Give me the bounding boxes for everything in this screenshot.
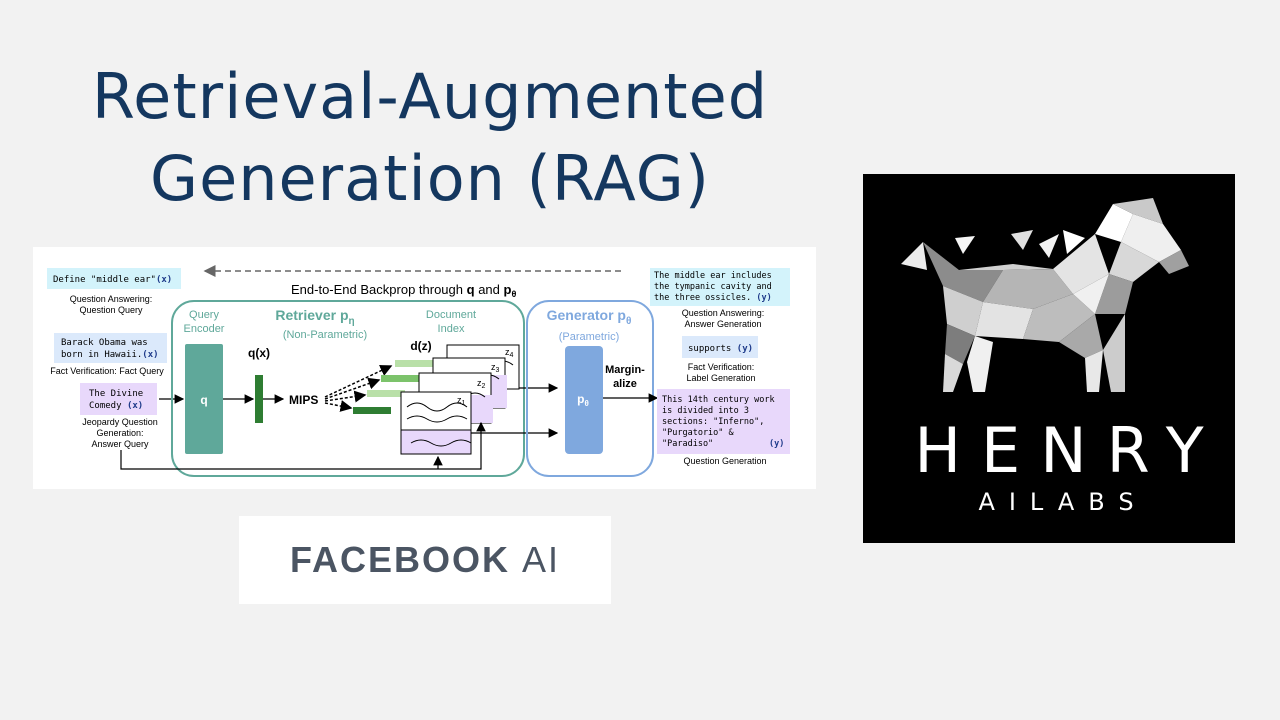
qx-vector	[255, 375, 263, 423]
doc-label-3: z3	[491, 362, 500, 374]
input-box-2	[54, 333, 167, 363]
retriever-title: Retriever pη	[275, 307, 354, 327]
mips-arrow-3	[324, 390, 367, 403]
output-box-3	[657, 389, 790, 454]
facebook-wordmark: FACEBOOK	[289, 539, 510, 580]
backprop-label: End-to-End Backprop through q and pθ	[291, 282, 516, 299]
output-box-1	[650, 268, 790, 306]
query-encoder-q: q	[200, 393, 207, 407]
rag-diagram-svg: End-to-End Backprop through q and pθ Def…	[47, 265, 790, 477]
input-caption-1: Question Answering:	[70, 294, 153, 304]
doc-vector-2	[367, 390, 405, 397]
doc-vector-4	[395, 360, 433, 367]
generator-note: (Parametric)	[559, 331, 620, 343]
input-caption-3c: Answer Query	[91, 439, 149, 449]
output-text-3e: "Paradiso"(y)	[662, 439, 784, 449]
generator-title: Generator pθ	[547, 307, 632, 327]
mips-label: MIPS	[289, 393, 318, 407]
output-text-3c: sections: "Inferno",	[662, 417, 764, 427]
output-text-1a: The middle ear includes	[654, 271, 772, 281]
document-index-label-b: Index	[438, 323, 465, 335]
input-text-1: Define "middle ear"(x)	[53, 275, 172, 285]
doc-vector-3	[381, 375, 419, 382]
ai-labs-wordmark: AILABS	[978, 488, 1148, 516]
title-line-2: Generation (RAG)	[150, 142, 710, 215]
output-caption-1a: Question Answering:	[682, 308, 765, 318]
input-text-2a: Barack Obama was	[61, 338, 148, 348]
output-text-3a: This 14th century work	[662, 395, 775, 405]
dz-label: d(z)	[410, 339, 431, 353]
output-text-1b: the tympanic cavity and	[654, 282, 772, 292]
henry-wordmark: HENRY	[914, 414, 1224, 487]
doc-label-2: z2	[477, 378, 486, 390]
rag-diagram: End-to-End Backprop through q and pθ Def…	[33, 247, 816, 489]
facebook-ai-wordmark: AI	[522, 539, 561, 580]
output-caption-2b: Label Generation	[686, 373, 755, 383]
doc-label-1: z1	[457, 395, 466, 407]
dog-icon	[901, 198, 1189, 392]
input-box-3	[80, 383, 157, 415]
generator-block	[565, 346, 603, 454]
input-caption-2: Fact Verification: Fact Query	[50, 366, 164, 376]
query-encoder-label-a: Query	[189, 309, 219, 321]
mips-arrow-4	[324, 400, 353, 412]
output-text-3b: is divided into 3	[662, 406, 749, 416]
doc-label-4: z4	[505, 347, 514, 359]
input-caption-3b: Generation:	[96, 428, 143, 438]
input-caption-3a: Jeopardy Question	[82, 417, 158, 427]
input-box-1	[47, 268, 181, 289]
output-text-3d: "Purgatorio" &	[662, 428, 735, 438]
query-encoder-label-b: Encoder	[184, 323, 225, 335]
marginalize-label-a: Margin-	[605, 364, 645, 376]
query-feedback-arrow	[120, 421, 486, 470]
input-caption-1b: Question Query	[79, 305, 143, 315]
doc-1: z1	[400, 391, 472, 455]
query-encoder-block	[185, 344, 223, 454]
henry-ai-labs-logo: HENRY AILABS	[863, 174, 1235, 543]
generator-p: pθ	[577, 392, 589, 408]
output-box-2	[682, 336, 758, 358]
output-caption-1b: Answer Generation	[684, 319, 761, 329]
retriever-note: (Non-Parametric)	[283, 329, 367, 341]
output-caption-3: Question Generation	[683, 456, 766, 466]
facebook-ai-logo: FACEBOOK AI	[239, 516, 611, 604]
input-text-3b: Comedy (x)	[89, 401, 143, 411]
qx-label: q(x)	[248, 346, 270, 360]
output-text-1c: the three ossicles. (y)	[654, 293, 772, 303]
output-caption-2a: Fact Verification:	[688, 362, 755, 372]
input-text-2b: born in Hawaii.(x)	[61, 350, 159, 360]
title-line-1: Retrieval-Augmented	[91, 60, 769, 133]
generator-container	[526, 300, 654, 477]
doc-vector-1	[353, 407, 391, 414]
output-text-2: supports (y)	[688, 344, 753, 354]
input-text-3a: The Divine	[89, 389, 143, 399]
mips-arrow-2	[324, 377, 381, 400]
document-index-label-a: Document	[426, 309, 476, 321]
mips-arrow-1	[324, 365, 393, 398]
marginalize-label-b: alize	[613, 378, 637, 390]
